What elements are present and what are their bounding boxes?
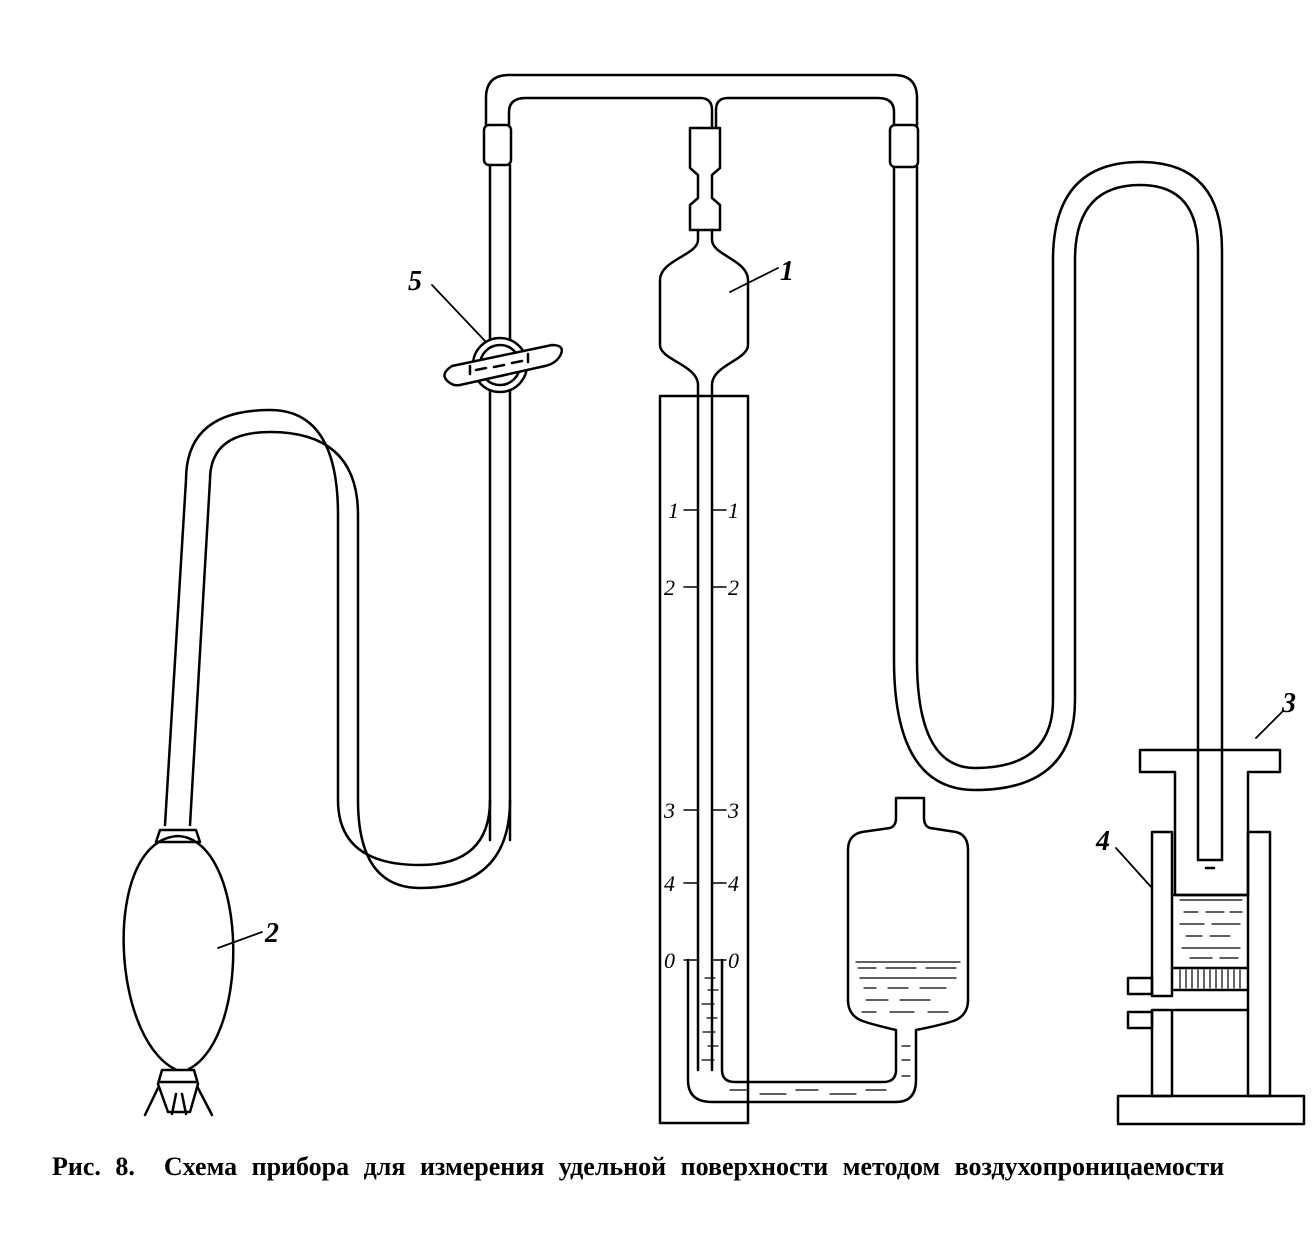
permeability-cell: [1116, 748, 1306, 1126]
air-permeability-apparatus-diagram: 1 1 2 2 3 3 4 4 0 0 1 2 3 4 5: [122, 73, 1306, 1126]
label-manometer: 1: [780, 256, 794, 287]
label-leader-lines: [217, 267, 1283, 949]
scale-mark-2-left: 2: [664, 575, 675, 600]
connector-center: [688, 126, 722, 232]
figure-caption: Рис. 8. Схема прибора для измерения удел…: [52, 1150, 1300, 1184]
liquid-reservoir: [846, 796, 970, 1042]
caption-text: Схема прибора для измерения удельной пов…: [163, 1152, 1225, 1181]
scale-mark-3-left: 3: [663, 798, 675, 823]
connector-right: [888, 123, 920, 169]
top-tube: [484, 73, 919, 130]
right-hose: [892, 160, 1224, 870]
scale-plate: [658, 394, 750, 1125]
scale-mark-3-right: 3: [727, 798, 739, 823]
rubber-bulb: [122, 828, 235, 1117]
bulb-hose: [163, 408, 512, 890]
scale-mark-0-left: 0: [664, 948, 675, 973]
label-sleeve: 4: [1095, 826, 1110, 857]
left-vertical-tube: [488, 163, 512, 842]
connector-left: [482, 123, 513, 167]
label-bulb: 2: [264, 918, 279, 949]
scale-mark-1-right: 1: [728, 498, 739, 523]
stopcock: [443, 336, 563, 394]
caption-prefix: Рис. 8.: [52, 1152, 135, 1181]
scale-mark-4-left: 4: [664, 871, 675, 896]
scale-mark-2-right: 2: [728, 575, 739, 600]
scale-mark-4-right: 4: [728, 871, 739, 896]
manometer-bulb: [658, 228, 750, 1072]
label-lid: 3: [1281, 688, 1296, 719]
scale-ticks: [683, 509, 727, 961]
scale-mark-0-right: 0: [728, 948, 739, 973]
label-stopcock: 5: [408, 266, 422, 297]
manometer-u-tube: [686, 958, 918, 1104]
scale-mark-1-left: 1: [668, 498, 679, 523]
scale-labels: 1 1 2 2 3 3 4 4 0 0: [663, 498, 739, 973]
liquid-hatching: [701, 899, 1243, 1095]
